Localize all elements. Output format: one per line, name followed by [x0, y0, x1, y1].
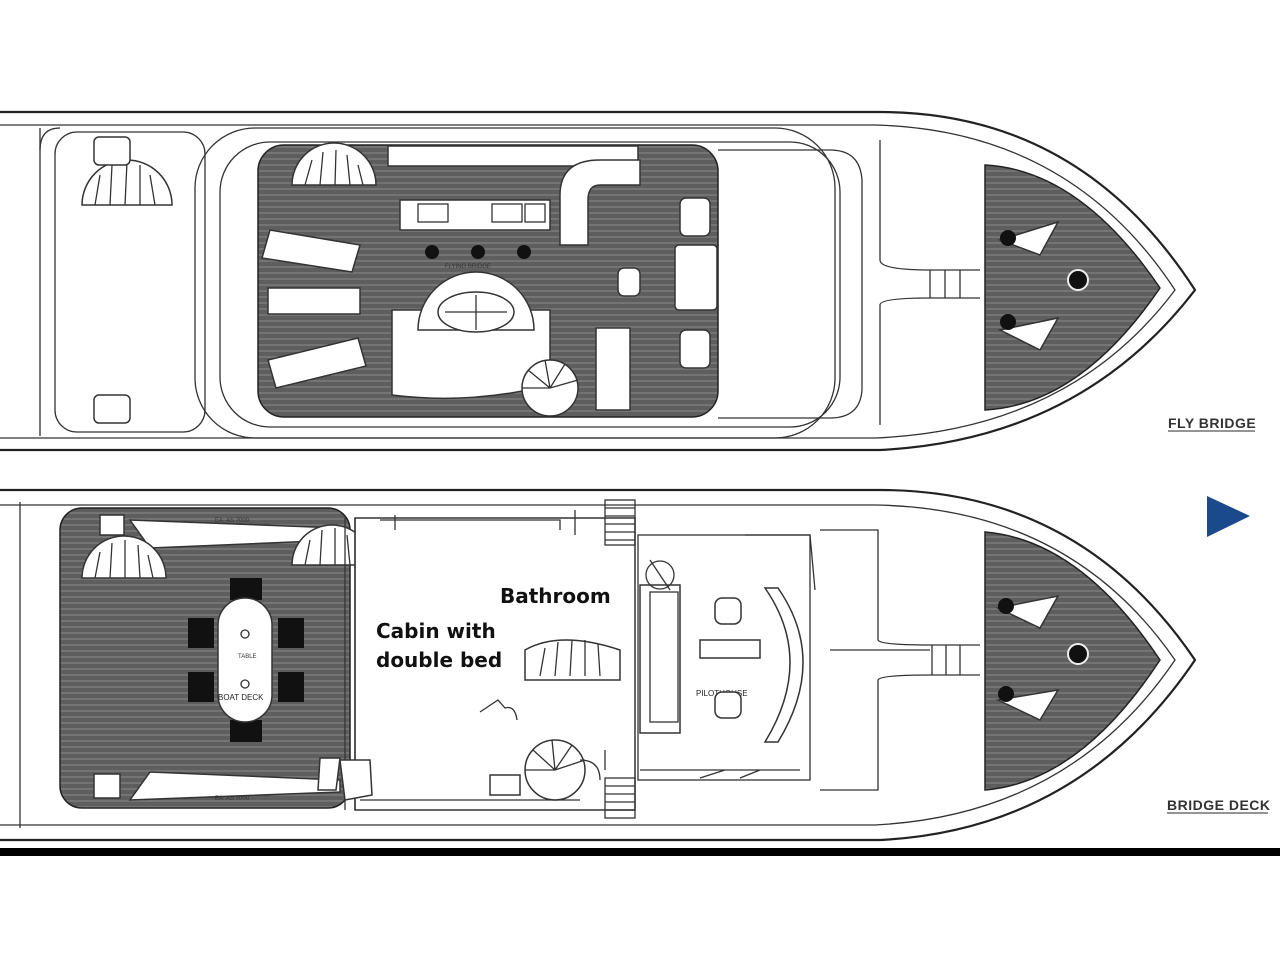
forward-stairs-top: [604, 499, 636, 546]
aft-staircase-left: [81, 535, 167, 579]
fly-bridge-label: FLY BRIDGE: [1168, 415, 1256, 431]
bow-winch-3: [995, 594, 1060, 629]
bow-windlass: [1067, 269, 1089, 291]
pilothouse: [637, 534, 811, 781]
aft-seat-bottom: [93, 394, 131, 424]
bridge-deck-plan: EA. AS 7000 EA. AS 7000 TABLE BOAT DECK: [0, 488, 1271, 842]
frame-bottom-border: [0, 848, 1280, 856]
cabin-label-line1: Cabin with: [376, 619, 496, 643]
play-triangle-icon[interactable]: [1207, 496, 1250, 537]
svg-text:EA. AS 7000: EA. AS 7000: [215, 518, 250, 524]
fly-bridge-hull: [0, 110, 1197, 452]
bridge-deck-hull: [0, 488, 1197, 842]
pilot-seat: [617, 267, 641, 297]
helm-seat-1: [425, 245, 439, 259]
fly-bridge-staircase: [291, 142, 377, 186]
central-staircase: [524, 639, 621, 681]
pilothouse-sofa: [639, 584, 681, 734]
helm-seat-2: [471, 245, 485, 259]
dining-table: TABLE BOAT DECK: [188, 578, 304, 742]
fly-bridge-hull-inner: [0, 124, 1176, 439]
pilot-chair-2: [714, 691, 742, 719]
table-label: TABLE: [238, 654, 257, 660]
side-console: [595, 327, 631, 411]
fly-bridge-spiral-stair: [521, 359, 579, 417]
boat-deck-teak: [59, 507, 351, 809]
svg-text:EA. AS 7000: EA. AS 7000: [215, 796, 250, 802]
flying-bridge-label: FLYING BRIDGE: [445, 264, 491, 270]
sunbed-2: [267, 287, 361, 315]
helm-dash: [763, 587, 804, 743]
helm-seat-3: [517, 245, 531, 259]
bow-winch-4: [995, 686, 1060, 721]
bow-winch-1: [997, 220, 1060, 256]
pilot-chair-1: [714, 597, 742, 625]
aft-seat-top: [93, 136, 131, 166]
fly-bridge-plan: FLYING BRIDGE FLY BRIDGE: [0, 110, 1256, 452]
bathroom-label: Bathroom: [500, 584, 611, 608]
aft-staircase: [81, 159, 173, 206]
forward-stairs-bottom: [604, 777, 636, 819]
bench-seat: [387, 145, 639, 167]
curved-sofa: [559, 159, 641, 246]
side-bar-unit: [674, 244, 718, 311]
cabin-label-line2: double bed: [376, 648, 502, 672]
bow-winch-2: [997, 314, 1060, 351]
sunbed-3: [267, 337, 367, 389]
boat-deck-label: BOAT DECK: [218, 693, 264, 702]
bridge-deck-label: BRIDGE DECK: [1167, 797, 1271, 813]
sunbed-1: [261, 229, 361, 273]
